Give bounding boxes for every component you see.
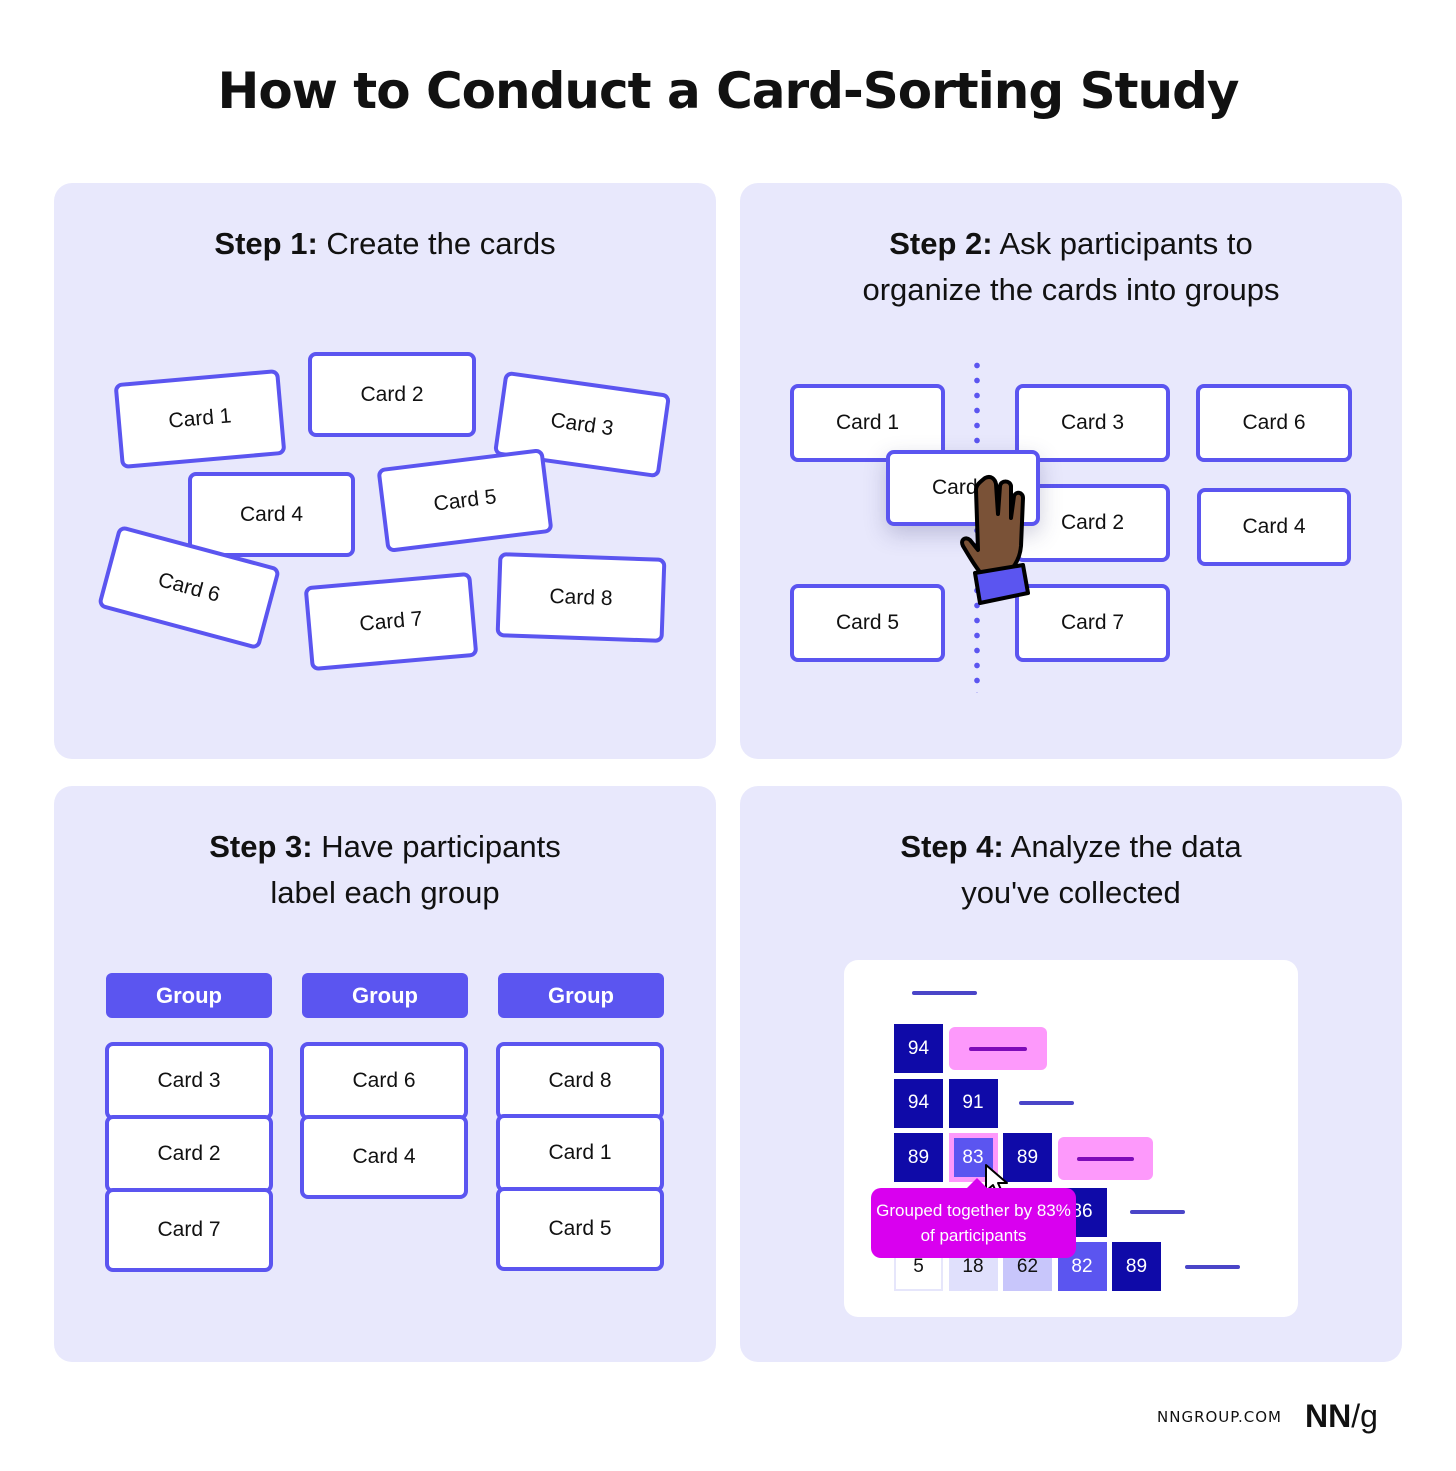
label-line (1019, 1101, 1074, 1105)
matrix-cell[interactable]: 94 (894, 1078, 943, 1128)
card[interactable]: Card 5 (496, 1187, 664, 1271)
label-line (1185, 1265, 1240, 1269)
card[interactable]: Card 2 (1015, 484, 1170, 562)
card[interactable]: Card 6 (1196, 384, 1352, 462)
card[interactable]: Card 2 (105, 1115, 273, 1193)
step1-panel: Step 1: Create the cards Card 1 Card 2 C… (54, 183, 716, 759)
card[interactable]: Card 8 (496, 1042, 664, 1120)
card[interactable]: Card 1 (113, 368, 287, 470)
label-line (912, 991, 977, 995)
card[interactable]: Card 3 (105, 1042, 273, 1120)
matrix-cell[interactable]: 89 (1003, 1133, 1052, 1182)
matrix-cell[interactable]: 94 (894, 1024, 943, 1073)
matrix-cell[interactable]: 91 (948, 1078, 998, 1128)
step4-title: Step 4: Analyze the data you've collecte… (900, 829, 1242, 910)
step2-title: Step 2: Ask participants to organize the… (862, 226, 1280, 307)
group-header[interactable]: Group (498, 973, 664, 1018)
label-line (1130, 1210, 1185, 1214)
card[interactable]: Card 1 (496, 1114, 664, 1192)
step1-title: Step 1: Create the cards (214, 226, 556, 261)
step4-panel: Step 4: Analyze the data you've collecte… (740, 786, 1402, 1362)
card[interactable]: Card 7 (303, 571, 479, 672)
card[interactable]: Card 3 (1015, 384, 1170, 462)
highlight-label (1058, 1137, 1153, 1180)
card[interactable]: Card 4 (188, 472, 355, 557)
card[interactable]: Card 6 (300, 1042, 468, 1120)
hand-icon (960, 474, 1030, 605)
highlight-label (949, 1027, 1047, 1070)
group-header[interactable]: Group (106, 973, 272, 1018)
card[interactable]: Card 4 (1197, 488, 1351, 566)
step2-panel: Step 2: Ask participants to organize the… (740, 183, 1402, 759)
matrix-cell[interactable]: 89 (894, 1133, 943, 1182)
card[interactable]: Card 7 (1015, 584, 1170, 662)
card[interactable]: Card 5 (790, 584, 945, 662)
nng-logo: NN/g (1305, 1398, 1378, 1434)
card[interactable]: Card 8 (495, 552, 667, 643)
card[interactable]: Card 5 (376, 448, 554, 553)
step3-title: Step 3: Have participants label each gro… (209, 829, 561, 910)
tooltip: Grouped together by 83% of participants (871, 1178, 1076, 1258)
site-link[interactable]: NNGROUP.COM (1157, 1408, 1282, 1426)
card[interactable]: Card 7 (105, 1188, 273, 1272)
matrix-cell[interactable]: 89 (1112, 1242, 1161, 1291)
group-header[interactable]: Group (302, 973, 468, 1018)
step3-panel: Step 3: Have participants label each gro… (54, 786, 716, 1362)
card[interactable]: Card 1 (790, 384, 945, 462)
card[interactable]: Card 4 (300, 1115, 468, 1199)
card[interactable]: Card 2 (308, 352, 476, 437)
page-title: How to Conduct a Card-Sorting Study (217, 62, 1240, 120)
